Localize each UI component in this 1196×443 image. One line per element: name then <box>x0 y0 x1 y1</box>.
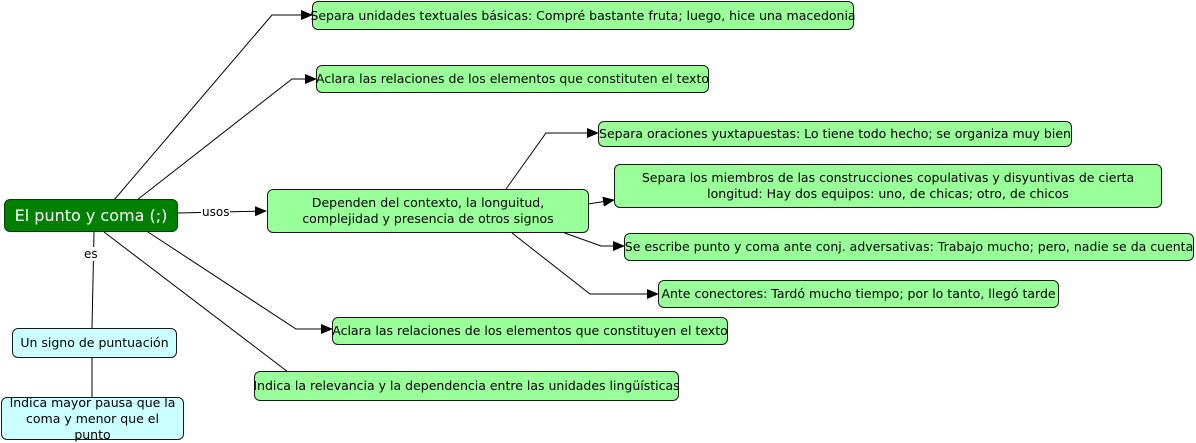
node-aclara-constituten[interactable]: Aclara las relaciones de los elementos q… <box>316 65 709 93</box>
node-adversativas[interactable]: Se escribe punto y coma ante conj. adver… <box>624 233 1194 261</box>
node-signo[interactable]: Un signo de puntuación <box>12 328 177 358</box>
node-separa-unidades[interactable]: Separa unidades textuales básicas: Compr… <box>310 1 856 30</box>
node-aclara-constituyen[interactable]: Aclara las relaciones de los elementos q… <box>332 317 728 345</box>
node-separa-oraciones[interactable]: Separa oraciones yuxtapuestas: Lo tiene … <box>598 121 1072 147</box>
link-root-indica-relevancia <box>103 231 289 373</box>
link-dependen-adversativas <box>561 231 625 251</box>
link-dependen-miembros <box>587 196 615 207</box>
node-dependen[interactable]: Dependen del contexto, la longuitud, com… <box>267 189 589 233</box>
link-dependen-conectores <box>511 232 659 299</box>
link-label-usos: usos <box>201 205 231 219</box>
link-root-aclara-constituten <box>136 74 317 201</box>
root-node[interactable]: El punto y coma (;) <box>4 199 178 232</box>
node-indica-relevancia[interactable]: Indica la relevancia y la dependencia en… <box>253 371 680 401</box>
link-root-separa-unidades <box>113 10 313 201</box>
link-label-es: es <box>83 247 99 261</box>
node-pausa[interactable]: Indica mayor pausa que la coma y menor q… <box>1 395 184 442</box>
link-dependen-oraciones <box>505 128 599 190</box>
node-conectores[interactable]: Ante conectores: Tardó mucho tiempo; por… <box>658 280 1059 308</box>
node-separa-miembros[interactable]: Separa los miembros de las construccione… <box>614 164 1162 208</box>
link-root-aclara-constituyen <box>147 231 333 334</box>
